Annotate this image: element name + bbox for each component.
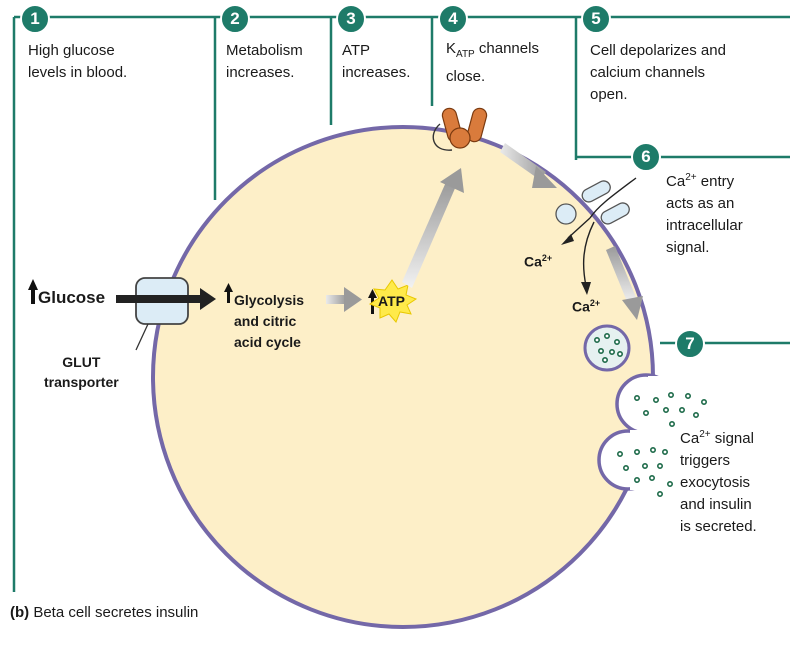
ca-label-1: Ca2+ xyxy=(524,253,552,270)
gray-arrow-to-vesicle xyxy=(606,246,643,320)
step-6-rest: entry acts as an intracellular signal. xyxy=(666,173,743,256)
ca-1-base: Ca xyxy=(524,253,542,270)
gray-arrow-to-atp xyxy=(326,287,362,312)
glycolysis-label: Glycolysis and citric acid cycle xyxy=(234,292,305,350)
glucose-arrow xyxy=(116,288,216,310)
caption-letter: (b) xyxy=(10,604,30,621)
atp-label: ATP xyxy=(378,293,405,309)
step-7-text: Ca2+ signal triggers exocytosis and insu… xyxy=(680,424,757,538)
step-4-sub: ATP xyxy=(456,49,475,60)
step-5-badge: 5 xyxy=(581,4,611,34)
step-7-badge: 7 xyxy=(675,329,705,359)
insulin-vesicle xyxy=(583,324,631,372)
insulin-granules xyxy=(593,332,707,497)
step-4-k: K xyxy=(446,40,457,57)
step-1-text: High glucose levels in blood. xyxy=(28,42,128,81)
gray-arrow-to-katp xyxy=(402,168,464,288)
ca-2-base: Ca xyxy=(572,298,590,315)
gray-arrow-to-ca-channel xyxy=(500,143,557,188)
step-7-sup: 2+ xyxy=(699,429,711,440)
step-2-text: Metabolism increases. xyxy=(226,42,303,81)
step-6-badge: 6 xyxy=(631,142,661,172)
step-7-ca: Ca xyxy=(680,430,700,447)
step-6-sup: 2+ xyxy=(685,172,697,183)
step-3-text: ATP increases. xyxy=(342,42,411,81)
atp-starburst xyxy=(368,279,418,323)
beta-cell xyxy=(151,125,655,629)
glucose-label: Glucose xyxy=(38,288,106,307)
calcium-channel xyxy=(555,177,637,295)
step-4-rest: channels close. xyxy=(446,40,539,85)
katp-channel xyxy=(432,107,488,151)
ca-2-sup: 2+ xyxy=(589,298,601,308)
step-6-text: Ca2+ entry acts as an intracellular sign… xyxy=(666,167,743,259)
step-5-text: Cell depolarizes and calcium channels op… xyxy=(590,42,726,103)
step-3-badge: 3 xyxy=(336,4,366,34)
step-1-badge: 1 xyxy=(20,4,50,34)
glut-label: GLUT transporter xyxy=(44,354,119,390)
step-6-ca: Ca xyxy=(666,173,686,190)
step-2-badge: 2 xyxy=(220,4,250,34)
figure-caption: (b) Beta cell secretes insulin xyxy=(10,602,198,624)
step-7-rest: signal triggers exocytosis and insulin i… xyxy=(680,430,757,535)
step-4-text: KATP channels close. xyxy=(446,38,539,88)
ca-label-2: Ca2+ xyxy=(572,298,600,315)
step-4-badge: 4 xyxy=(438,4,468,34)
caption-text: Beta cell secretes insulin xyxy=(29,604,199,621)
frame-lines xyxy=(12,15,790,592)
ca-1-sup: 2+ xyxy=(541,253,553,263)
